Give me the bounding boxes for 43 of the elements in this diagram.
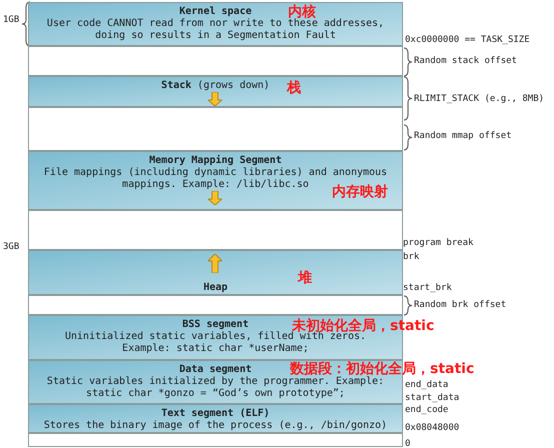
address-label: 0x08048000 [405,422,460,434]
address-label: 0 [405,438,410,448]
memory-segment [28,151,403,210]
segment-description: Stores the binary image of the process (e.g., /bin/gonzo) [44,420,388,432]
annotation-note: 栈 [287,80,301,96]
address-label: end_code [405,404,448,416]
annotation-note: 未初始化全局，static [292,318,434,334]
segment-description: Static variables initialized by the programmer. Example: static char *gonzo = “God’s own prototype”; [46,376,386,400]
segment-title: Heap [203,282,228,294]
address-label: Random stack offset [414,55,517,67]
address-label: Random brk offset [414,299,506,311]
memory-segment [28,404,403,433]
segment-description: Uninitialized static variables, filled with zeros. Example: static char *userName; [64,331,366,355]
memory-gap-segment [28,295,403,315]
segment-title: BSS segment [182,319,249,331]
address-label: RLIMIT_STACK (e.g., 8MB) [414,93,544,105]
memory-segment [28,360,403,404]
address-label: start_data [405,392,460,404]
segment-title: Text segment (ELF) [161,408,270,420]
segment-title: Kernel space [179,6,252,18]
address-label: 3GB [3,241,20,253]
annotation-note: 数据段：初始化全局，static [290,361,474,377]
memory-gap-segment [28,46,403,76]
memory-segment [28,2,403,46]
segment-title: Memory Mapping Segment [149,155,282,167]
segment-description: User code CANNOT read from nor write to these addresses, doing so results in a Segmentation Fault [46,18,386,42]
memory-gap-segment [28,433,403,447]
memory-segment [28,250,403,295]
memory-gap-segment [28,210,403,250]
address-label: Random mmap offset [414,130,512,142]
address-label: 0xc0000000 == TASK_SIZE [405,34,530,46]
annotation-note: 内存映射 [332,184,388,200]
address-label: end_data [405,379,448,391]
address-label: 1GB [3,14,20,26]
memory-gap-segment [28,107,403,151]
annotation-note: 堆 [298,270,312,286]
segment-title: Stack (grows down) [161,80,270,92]
memory-segment [28,76,403,107]
segment-title: Data segment [179,364,252,376]
address-label: brk [403,251,420,263]
annotation-note: 内核 [288,4,316,20]
address-label: program break [403,237,474,249]
address-label: start_brk [403,282,452,294]
